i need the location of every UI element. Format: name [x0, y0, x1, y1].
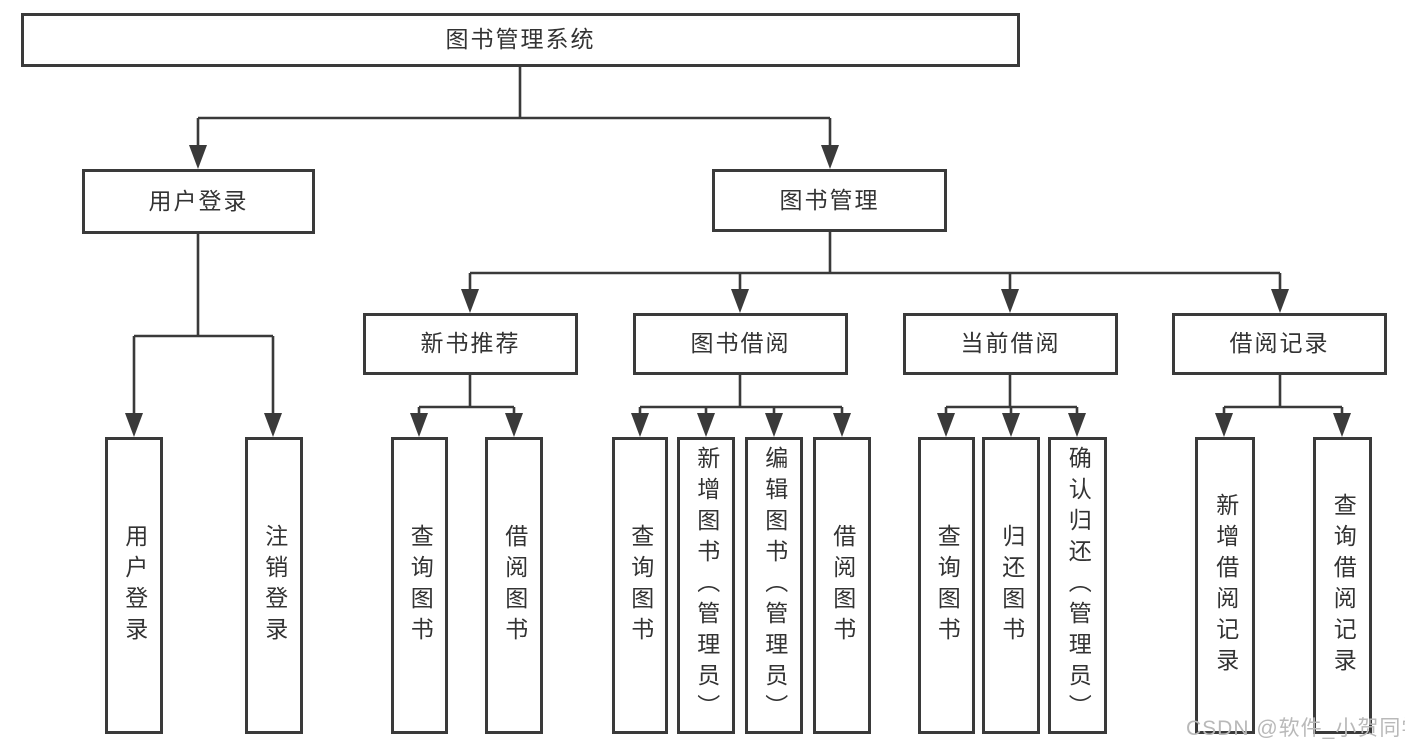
leaf-query-books-3: 查询图书 — [918, 437, 975, 734]
leaf-logout: 注销登录 — [245, 437, 303, 734]
node-new-book-recommend: 新书推荐 — [363, 313, 578, 375]
leaf-query-borrow-record: 查询借阅记录 — [1313, 437, 1372, 734]
node-borrow-records: 借阅记录 — [1172, 313, 1387, 375]
node-library-management-system: 图书管理系统 — [21, 13, 1020, 67]
leaf-confirm-return-admin: 确认归还（管理员） — [1048, 437, 1107, 734]
leaf-query-books-2: 查询图书 — [612, 437, 668, 734]
node-book-management: 图书管理 — [712, 169, 947, 232]
node-user-login-branch: 用户登录 — [82, 169, 315, 234]
leaf-edit-books-admin: 编辑图书（管理员） — [745, 437, 803, 734]
csdn-watermark: CSDN @软件_小贺同学 — [1186, 717, 1405, 740]
leaf-borrow-books-1: 借阅图书 — [485, 437, 543, 734]
leaf-user-login: 用户登录 — [105, 437, 163, 734]
node-book-borrowing: 图书借阅 — [633, 313, 848, 375]
leaf-add-borrow-record: 新增借阅记录 — [1195, 437, 1255, 734]
arrowheads — [125, 145, 1351, 437]
leaf-add-books-admin: 新增图书（管理员） — [677, 437, 735, 734]
leaf-return-books: 归还图书 — [982, 437, 1040, 734]
leaf-query-books-1: 查询图书 — [391, 437, 448, 734]
node-current-borrowing: 当前借阅 — [903, 313, 1118, 375]
leaf-borrow-books-2: 借阅图书 — [813, 437, 871, 734]
